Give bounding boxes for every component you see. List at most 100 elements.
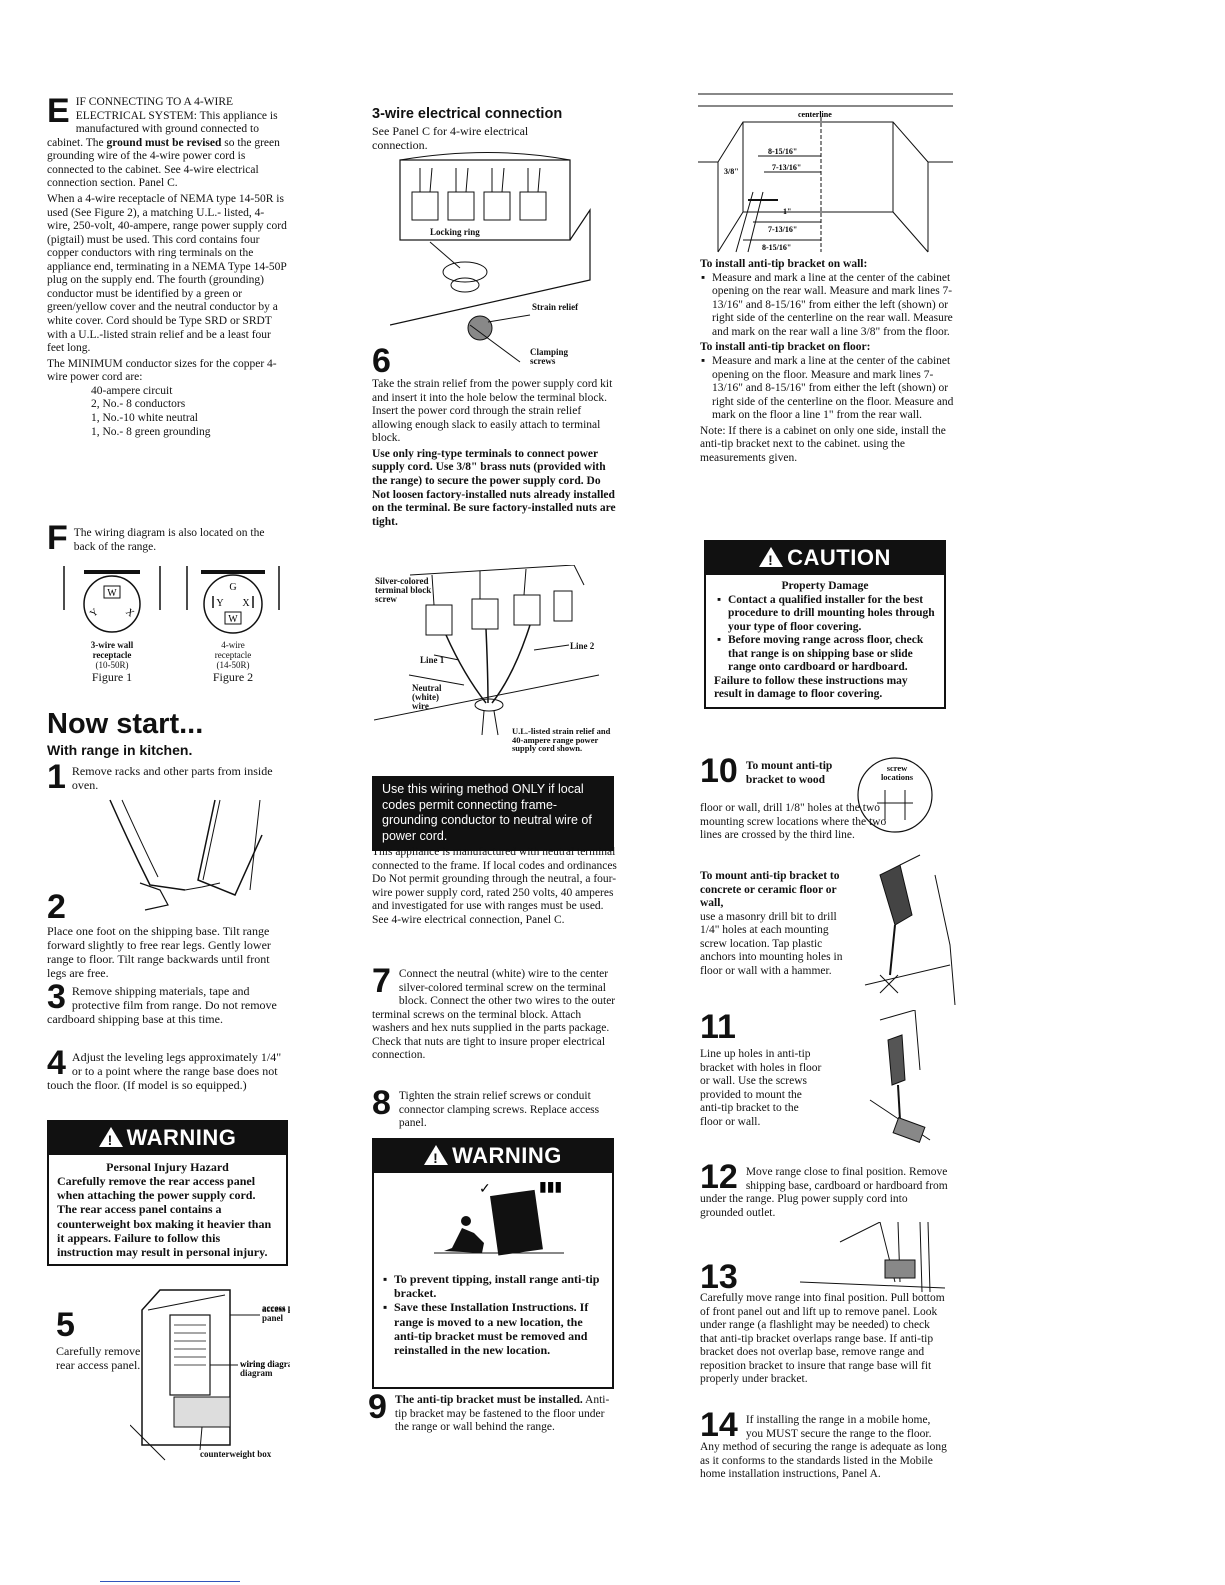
conductor-size-item: 1, No.-10 white neutral xyxy=(91,411,198,424)
fig1-y: Y xyxy=(88,607,101,620)
diagram-d5: 7-13/16" xyxy=(768,225,797,234)
receptacle-3wire-icon: W Y X xyxy=(63,566,161,633)
step-12-text: Move range close to final position. Remo… xyxy=(700,1166,948,1219)
warning-bullet: To prevent tipping, install range anti-t… xyxy=(383,1272,604,1300)
fig6-strain-relief-label: Strain relief xyxy=(532,302,579,312)
fig2-w: W xyxy=(228,614,238,625)
warning-header: WARNING xyxy=(49,1122,286,1155)
concrete-instructions: To mount anti-tip bracket to concrete or… xyxy=(700,870,845,979)
step-2-number: 2 xyxy=(47,888,66,926)
step-7: 7 Connect the neutral (white) wire to th… xyxy=(372,962,617,1063)
warning-box-tipping: WARNING ✓ ▮▮▮ To prevent tipping, instal… xyxy=(372,1138,614,1389)
section-e-para3: The MINIMUM conductor sizes for the copp… xyxy=(47,357,277,384)
fig1-caption: Figure 1 xyxy=(91,669,133,684)
three-wire-subtitle: See Panel C for 4-wire electrical connec… xyxy=(372,124,529,153)
section-e-lead: IF CONNECTING TO A 4-WIRE ELECTRICAL SYS… xyxy=(75,96,234,122)
step-2-tilt-illustration xyxy=(109,799,263,911)
section-e-bold: ground must be revised xyxy=(106,136,222,149)
caution-title: CAUTION xyxy=(787,545,891,570)
wall-heading: To install anti-tip bracket on wall: xyxy=(700,258,868,270)
step-7-number: 7 xyxy=(372,962,391,1000)
step-4-number: 4 xyxy=(47,1044,66,1082)
wiring-method-notice: Use this wiring method ONLY if local cod… xyxy=(372,776,614,851)
step-1-number: 1 xyxy=(47,758,66,796)
section-e-letter: E xyxy=(47,92,70,130)
conductor-size-item: 1, No.- 8 green grounding xyxy=(91,425,211,438)
figure-2: G Y X W 4-wire receptacle (14-50R) Figur… xyxy=(183,566,283,684)
frame-ground-text: This appliance is manufactured with neut… xyxy=(372,846,617,926)
step-11-number: 11 xyxy=(700,1008,736,1046)
fig7-silver-screw-label: Silver-colored terminal block screw xyxy=(375,576,432,604)
step-13-number: 13 xyxy=(700,1258,738,1296)
step-13-text: Carefully move range into final position… xyxy=(700,1292,945,1386)
step-14: 14 If installing the range in a mobile h… xyxy=(700,1406,950,1482)
fig5-wiring-label: wiring diagram xyxy=(240,1359,290,1369)
fig1-w: W xyxy=(107,588,117,599)
fig2-y: Y xyxy=(216,598,223,609)
diagram-d3: 3/8" xyxy=(724,167,739,176)
fig2-g: G xyxy=(229,582,236,593)
step-4-text: Adjust the leveling legs approximately 1… xyxy=(47,1050,282,1093)
warning-triangle-icon xyxy=(424,1145,449,1167)
step-10: 10 To mount anti-tip bracket to wood xyxy=(700,754,860,788)
step-10-text: floor or wall, drill 1/8" holes at the t… xyxy=(700,802,887,842)
warning-text: Carefully remove the rear access panel w… xyxy=(57,1174,272,1259)
drill-illustration xyxy=(864,854,956,1005)
warning-body: Personal Injury Hazard Carefully remove … xyxy=(49,1155,286,1264)
caution-failure-text: Failure to follow these instructions may… xyxy=(714,674,908,701)
fig1-label2: receptacle xyxy=(92,650,132,661)
step-6-text: Take the strain relief from the power su… xyxy=(372,378,613,445)
wall-step: Measure and mark a line at the center of… xyxy=(701,272,955,340)
step-11-text: Line up holes in anti-tip bracket with h… xyxy=(700,1048,822,1128)
fig7-ul-label: U.L.-listed strain relief and 40-ampere … xyxy=(512,726,611,753)
floor-step: Measure and mark a line at the center of… xyxy=(701,355,955,423)
step-1: 1 Remove racks and other parts from insi… xyxy=(47,758,287,796)
diagram-d6: 8-15/16" xyxy=(762,243,791,252)
step-2-text: Place one foot on the shipping base. Til… xyxy=(47,924,271,981)
step-6-bold-text: Use only ring-type terminals to connect … xyxy=(372,447,616,528)
fig2-label3: (14-50R) xyxy=(216,659,250,670)
step-9-number: 9 xyxy=(368,1388,387,1426)
warning-header: WARNING xyxy=(374,1140,612,1173)
warning-box-personal-injury: WARNING Personal Injury Hazard Carefully… xyxy=(47,1120,288,1267)
svg-text:▮▮▮: ▮▮▮ xyxy=(539,1180,562,1195)
fig1-label3: (10-50R) xyxy=(95,659,129,670)
step-6: 6 Take the strain relief from the power … xyxy=(372,344,617,529)
step-8-text: Tighten the strain relief screws or cond… xyxy=(398,1090,600,1130)
step-3: 3 Remove shipping materials, tape and pr… xyxy=(47,980,287,1027)
section-e-para2: When a 4-wire receptacle of NEMA type 14… xyxy=(47,192,287,355)
diagram-d4: 1" xyxy=(783,207,791,216)
concrete-text: use a masonry drill bit to drill 1/4" ho… xyxy=(700,910,843,977)
conductor-size-item: 40-ampere circuit xyxy=(91,384,173,397)
caution-subtitle: Property Damage xyxy=(781,579,869,592)
svg-text:✓: ✓ xyxy=(479,1182,491,1197)
cabinet-note: Note: If there is a cabinet on only one … xyxy=(700,424,946,464)
caution-bullet: Contact a qualified installer for the be… xyxy=(717,594,936,635)
fig2-label2: receptacle xyxy=(214,650,252,661)
conductor-size-list: 40-ampere circuit 2, No.- 8 conductors 1… xyxy=(47,385,287,439)
fig2-x: X xyxy=(242,598,250,609)
three-wire-title: 3-wire electrical connection xyxy=(372,106,563,122)
fig7-line2-label: Line 2 xyxy=(570,641,595,651)
bracket-install-illustration xyxy=(869,1010,931,1143)
section-f-text: The wiring diagram is also located on th… xyxy=(73,527,265,553)
fig7-neutral-label: Neutral (white) wire xyxy=(412,683,442,711)
step-4: 4 Adjust the leveling legs approximately… xyxy=(47,1044,287,1093)
section-f: F The wiring diagram is also located on … xyxy=(47,519,287,557)
step-1-text: Remove racks and other parts from inside… xyxy=(71,764,273,793)
section-e-text1: This appliance is manufactured with grou… xyxy=(47,109,278,149)
step-3-text: Remove shipping materials, tape and prot… xyxy=(47,984,277,1027)
section-e-text2: so the green grounding wire of the 4-wir… xyxy=(47,136,280,190)
caution-body: Property Damage Contact a qualified inst… xyxy=(706,575,944,707)
step-9: 9 The anti-tip bracket must be installed… xyxy=(368,1388,613,1435)
footer-rule xyxy=(100,1581,240,1582)
step-5: 5 Carefully remove rear access panel. xyxy=(56,1308,146,1373)
fig2-caption: Figure 2 xyxy=(212,669,254,684)
rear-access-panel-illustration: access panel wiring diagram xyxy=(130,1289,290,1461)
step-8: 8 Tighten the strain relief screws or co… xyxy=(372,1086,617,1131)
step-5-text: Carefully remove rear access panel. xyxy=(56,1344,141,1373)
fig2-label1: 4-wire xyxy=(221,640,245,651)
step-14-number: 14 xyxy=(700,1406,738,1444)
section-f-letter: F xyxy=(47,519,68,557)
fig5-wiring-diagram-label: wiring diagram xyxy=(240,1359,273,1378)
